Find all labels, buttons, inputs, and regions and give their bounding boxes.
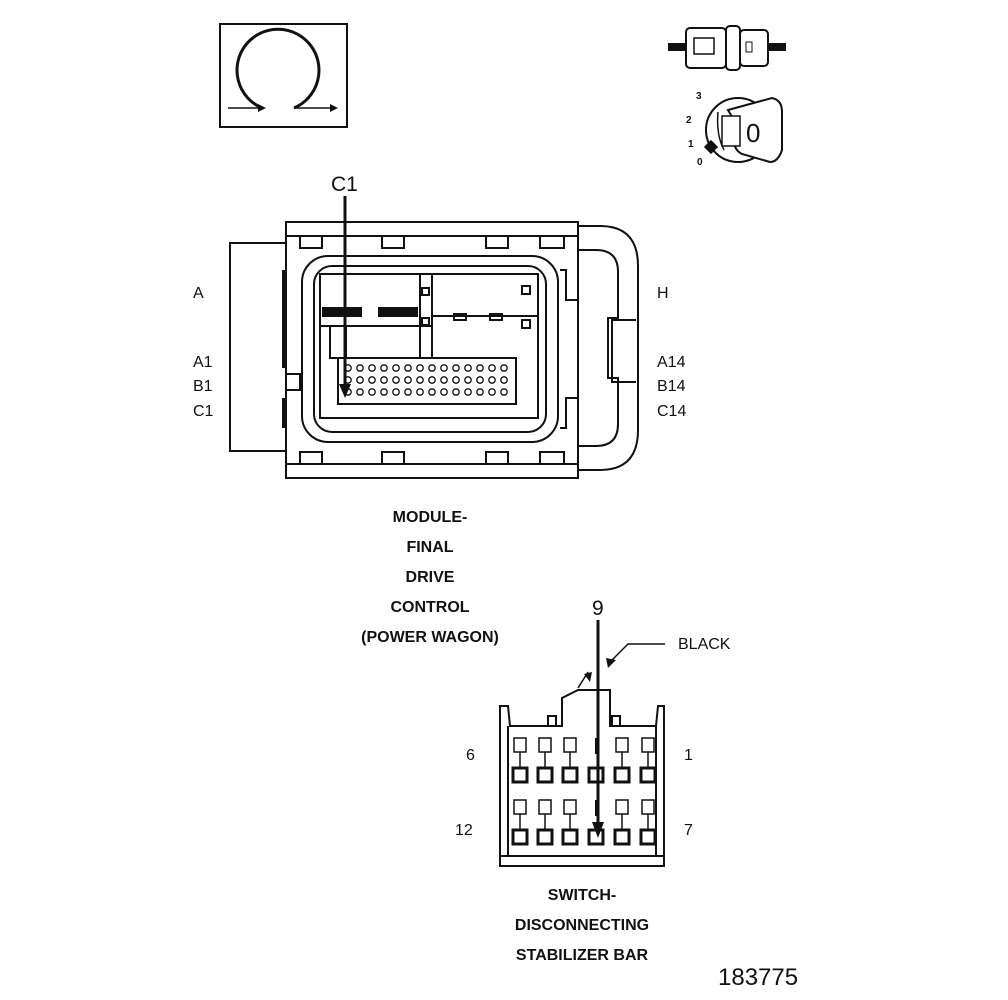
module-pin [452, 388, 460, 396]
module-pin [464, 364, 472, 372]
module-pin [416, 388, 424, 396]
switch-cavity [613, 799, 631, 846]
switch-title-line-3: STABILIZER BAR [515, 947, 649, 964]
module-pin [356, 388, 364, 396]
module-pin [488, 388, 496, 396]
wire-color-label: BLACK [678, 636, 731, 653]
module-pin [416, 364, 424, 372]
module-pin [392, 364, 400, 372]
ignition-position-2: 2 [686, 115, 692, 126]
switch-cavity [561, 737, 579, 784]
switch-cavity [613, 737, 631, 784]
module-pin [404, 376, 412, 384]
module-title-line-1: MODULE- [392, 509, 468, 526]
switch-cavity [511, 799, 529, 846]
module-pin-field [344, 364, 508, 396]
switch-left-label-6: 6 [466, 747, 475, 764]
module-pin [368, 376, 376, 384]
module-pin [380, 388, 388, 396]
module-title-line-2: FINAL [406, 539, 454, 556]
c1-callout-arrow [339, 196, 351, 398]
module-pin [476, 388, 484, 396]
module-title-line-4: CONTROL [390, 599, 470, 616]
module-pin [356, 364, 364, 372]
module-left-label-b1: B1 [193, 378, 213, 395]
module-pin [464, 388, 472, 396]
module-pin [500, 364, 508, 372]
switch-right-label-7: 7 [684, 822, 693, 839]
switch-cavity [561, 799, 579, 846]
module-pin [368, 388, 376, 396]
module-left-label-a1: A1 [193, 354, 213, 371]
module-pin [440, 376, 448, 384]
module-right-label-c14: C14 [657, 403, 687, 420]
module-pin [500, 376, 508, 384]
switch-title-line-1: SWITCH- [547, 887, 617, 904]
module-pin [380, 376, 388, 384]
module-title-line-5: (POWER WAGON) [361, 629, 499, 646]
module-right-label-b14: B14 [657, 378, 686, 395]
switch-cavity [511, 737, 529, 784]
module-right-label-a14: A14 [657, 354, 686, 371]
module-pin [428, 376, 436, 384]
module-title-line-3: DRIVE [405, 569, 455, 586]
switch-cavity [536, 799, 554, 846]
switch-right-label-1: 1 [684, 747, 693, 764]
module-pin [368, 364, 376, 372]
module-callout-c1: C1 [331, 173, 358, 196]
module-pin [380, 364, 388, 372]
switch-left-label-12: 12 [455, 822, 473, 839]
module-left-label-c1: C1 [193, 403, 214, 420]
ignition-position-0: 0 [697, 157, 703, 168]
ignition-position-1: 1 [688, 139, 694, 150]
module-pin [476, 364, 484, 372]
module-pin [440, 388, 448, 396]
module-pin [452, 376, 460, 384]
rotate-arrow-icon [219, 23, 348, 128]
black-wire-leader [577, 643, 665, 689]
module-pin [488, 364, 496, 372]
module-pin [404, 364, 412, 372]
pin-9-callout-arrow [592, 620, 604, 838]
module-pin [440, 364, 448, 372]
switch-cavity [639, 737, 657, 784]
figure-number: 183775 [718, 964, 799, 991]
module-pin [392, 376, 400, 384]
module-left-label-a: A [193, 285, 204, 302]
module-pin [488, 376, 496, 384]
module-pin [428, 364, 436, 372]
module-pin [392, 388, 400, 396]
switch-cavity-grid [511, 737, 657, 846]
module-pin [416, 376, 424, 384]
ignition-key-label: 0 [746, 118, 761, 148]
module-pin [464, 376, 472, 384]
module-pin [500, 388, 508, 396]
connector-plug-icon [668, 25, 786, 71]
switch-callout-9: 9 [592, 597, 604, 620]
switch-cavity [536, 737, 554, 784]
module-pin [476, 376, 484, 384]
module-pin [452, 364, 460, 372]
ignition-key-icon [703, 96, 783, 164]
module-right-label-h: H [657, 285, 669, 302]
module-connector-body [229, 221, 639, 479]
module-pin [356, 376, 364, 384]
module-pin [428, 388, 436, 396]
switch-title-line-2: DISCONNECTING [514, 917, 650, 934]
ignition-position-3: 3 [696, 91, 702, 102]
module-pin [404, 388, 412, 396]
switch-cavity [639, 799, 657, 846]
